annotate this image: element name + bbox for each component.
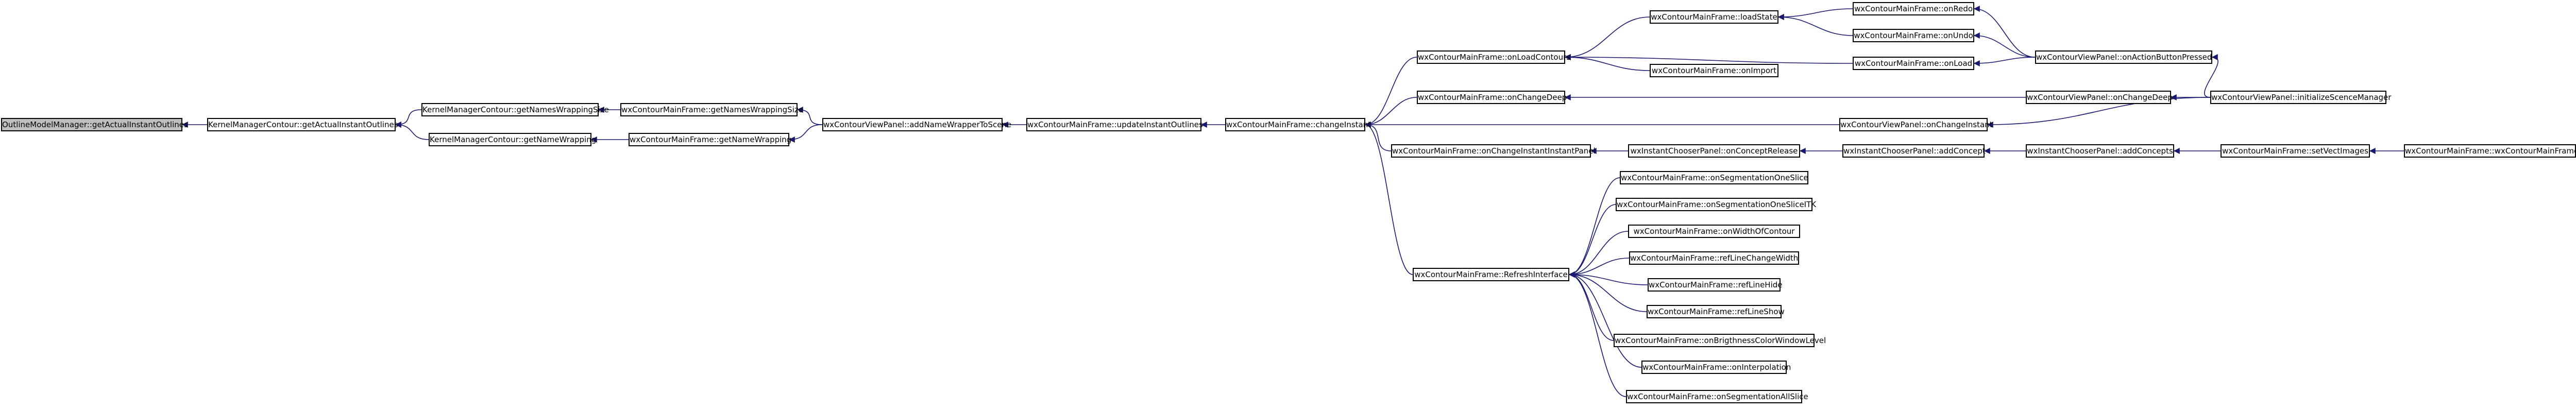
edge-wcmf_onBrightnessColorWindowLevel-to-wcmf_RefreshInterface <box>1568 271 1614 341</box>
node-wx-contour-main-frame-constructor[interactable]: wxContourMainFrame::wxContourMainFrame <box>2404 144 2576 158</box>
edge-wcmf_onSegmentationAllSlice-to-wcmf_RefreshInterface <box>1568 271 1626 397</box>
node-wx-contour-main-frame-on-interpolation[interactable]: wxContourMainFrame::onInterpolation <box>1641 361 1791 374</box>
edge-wcmf_onRedo-to-wcmf_loadState <box>1777 8 1853 20</box>
edge-wcmf_refLineChangeWidth-to-wcmf_RefreshInterface <box>1568 258 1630 278</box>
node-wx-contour-main-frame-on-load-contours[interactable]: wxContourMainFrame::onLoadContours <box>1417 50 1570 64</box>
edge-wcmf_onImport-to-wcmf_onLoadContours <box>1564 54 1650 71</box>
node-kernel-manager-contour-get-names-wrapping-size[interactable]: KernelManagerContour::getNamesWrappingSi… <box>421 103 609 116</box>
edge-wcmf_refLineShow-to-wcmf_RefreshInterface <box>1568 271 1647 312</box>
node-wx-contour-main-frame-load-state[interactable]: wxContourMainFrame::loadState <box>1650 10 1778 24</box>
node-wx-instant-chooser-panel-on-concept-release[interactable]: wxInstantChooserPanel::onConceptRelease <box>1628 144 1800 158</box>
node-wx-contour-main-frame-on-segmentation-one-slice[interactable]: wxContourMainFrame::onSegmentationOneSli… <box>1620 171 1808 184</box>
edge-wcmf_onSegmentationOneSliceITK-to-wcmf_RefreshInterface <box>1568 204 1616 278</box>
node-wx-contour-main-frame-on-undo[interactable]: wxContourMainFrame::onUndo <box>1853 29 1974 42</box>
edge-kmc_getNamesWrappingSize-to-kmc_getActual <box>395 109 422 128</box>
edge-wcmf_onSegmentationOneSlice-to-wcmf_RefreshInterface <box>1568 177 1620 278</box>
node-wx-contour-main-frame-get-names-wrapping-size[interactable]: wxContourMainFrame::getNamesWrappingSize <box>620 103 803 116</box>
edge-wcmf_refLineHide-to-wcmf_RefreshInterface <box>1568 271 1648 285</box>
node-wx-contour-view-panel-on-change-deep[interactable]: wxContourViewPanel::onChangeDeep <box>2026 91 2173 104</box>
edge-wcmf_onLoadContours-to-wcmf_changeInstant <box>1364 57 1417 128</box>
node-wx-contour-view-panel-on-change-instant[interactable]: wxContourViewPanel::onChangeInstant <box>1839 118 1993 131</box>
edge-kmc_getNameWrapping-to-kmc_getActual <box>395 122 429 140</box>
edge-wcmf_onUndo-to-wcmf_loadState <box>1777 14 1853 36</box>
edge-wcmf_RefreshInterface-to-wcmf_changeInstant <box>1364 122 1413 275</box>
edge-wcvp_addNameWrapperToScene-to-wcmf_getNameWrapping <box>788 124 823 143</box>
node-wx-contour-view-panel-initialize-scence-manager[interactable]: wxContourViewPanel::initializeScenceMana… <box>2210 91 2391 104</box>
node-wx-contour-main-frame-on-brightness-color-window-level[interactable]: wxContourMainFrame::onBrigthnessColorWin… <box>1614 334 1826 347</box>
edge-wcmf_loadState-to-wcmf_onLoadContours <box>1564 16 1650 60</box>
node-wx-contour-main-frame-update-instant-outlines[interactable]: wxContourMainFrame::updateInstantOutline… <box>1026 118 1203 131</box>
node-wx-contour-main-frame-get-name-wrapping[interactable]: wxContourMainFrame::getNameWrapping <box>629 133 791 146</box>
edge-wcvp_onActionButtonPressed-to-wcmf_onRedo <box>1973 6 2036 58</box>
edge-wcmf_onInterpolation-to-wcmf_RefreshInterface <box>1568 271 1642 368</box>
node-wx-contour-view-panel-on-action-button-pressed[interactable]: wxContourViewPanel::onActionButtonPresse… <box>2035 50 2212 64</box>
edge-wcvp_onActionButtonPressed-to-wcmf_onLoad <box>1973 57 2036 66</box>
node-wx-contour-view-panel-add-name-wrapper-to-scene[interactable]: wxContourViewPanel::addNameWrapperToScen… <box>822 118 1011 131</box>
node-wx-contour-main-frame-ref-line-change-width[interactable]: wxContourMainFrame::refLineChangeWidth <box>1629 251 1799 265</box>
node-kernel-manager-contour-get-name-wrapping[interactable]: KernelManagerContour::getNameWrapping <box>429 133 596 146</box>
node-wx-contour-main-frame-refresh-interface[interactable]: wxContourMainFrame::RefreshInterface <box>1413 268 1569 281</box>
node-wx-contour-main-frame-on-segmentation-one-slice-itk[interactable]: wxContourMainFrame::onSegmentationOneSli… <box>1616 198 1816 211</box>
edge-wcvp_initializeScenceManager-to-wcvp_onActionButtonPressed <box>2204 54 2218 98</box>
node-wx-contour-main-frame-on-width-of-contour[interactable]: wxContourMainFrame::onWidthOfContour <box>1628 225 1800 238</box>
node-wx-instant-chooser-panel-add-concepts[interactable]: wxInstantChooserPanel::addConcepts <box>2026 144 2174 158</box>
node-wx-instant-chooser-panel-add-concept[interactable]: wxInstantChooserPanel::addConcept <box>1842 144 1986 158</box>
node-wx-contour-main-frame-change-instant[interactable]: wxContourMainFrame::changeInstant <box>1225 118 1371 131</box>
edge-wcmf_onLoad-to-wcmf_onLoadContours <box>1564 54 1853 64</box>
node-wx-contour-main-frame-on-change-deep[interactable]: wxContourMainFrame::onChangeDeep <box>1417 91 1567 104</box>
edge-wcvp_initializeScenceManager-to-wcvp_onChangeInstant <box>1987 97 2211 128</box>
node-outline-model-manager-get-actual-instant-outlines: OutlineModelManager::getActualInstantOut… <box>1 118 188 131</box>
edge-wcmf_onWidthOfContour-to-wcmf_RefreshInterface <box>1568 231 1629 278</box>
edge-layer <box>181 6 2404 397</box>
node-wx-contour-main-frame-ref-line-show[interactable]: wxContourMainFrame::refLineShow <box>1647 305 1785 318</box>
edge-wcmf_onChangeDeep-to-wcmf_changeInstant <box>1364 97 1417 128</box>
edge-wcvp_onActionButtonPressed-to-wcmf_onUndo <box>1973 32 2036 58</box>
node-kernel-manager-contour-get-actual-instant-outlines[interactable]: KernelManagerContour::getActualInstantOu… <box>207 118 398 131</box>
node-wx-contour-main-frame-set-vect-images[interactable]: wxContourMainFrame::setVectImages <box>2221 144 2370 158</box>
node-wx-contour-main-frame-on-redo[interactable]: wxContourMainFrame::onRedo <box>1853 2 1974 15</box>
node-wx-contour-main-frame-on-import[interactable]: wxContourMainFrame::onImport <box>1650 64 1778 77</box>
node-wx-contour-main-frame-on-change-instant-instant-panel[interactable]: wxContourMainFrame::onChangeInstantInsta… <box>1391 144 1596 158</box>
edge-wcvp_addNameWrapperToScene-to-wcmf_getNamesWrappingSize <box>796 107 823 125</box>
node-wx-contour-main-frame-on-load[interactable]: wxContourMainFrame::onLoad <box>1853 57 1974 70</box>
node-wx-contour-main-frame-on-segmentation-all-slice[interactable]: wxContourMainFrame::onSegmentationAllSli… <box>1626 390 1808 403</box>
node-wx-contour-main-frame-ref-line-hide[interactable]: wxContourMainFrame::refLineHide <box>1648 278 1783 292</box>
